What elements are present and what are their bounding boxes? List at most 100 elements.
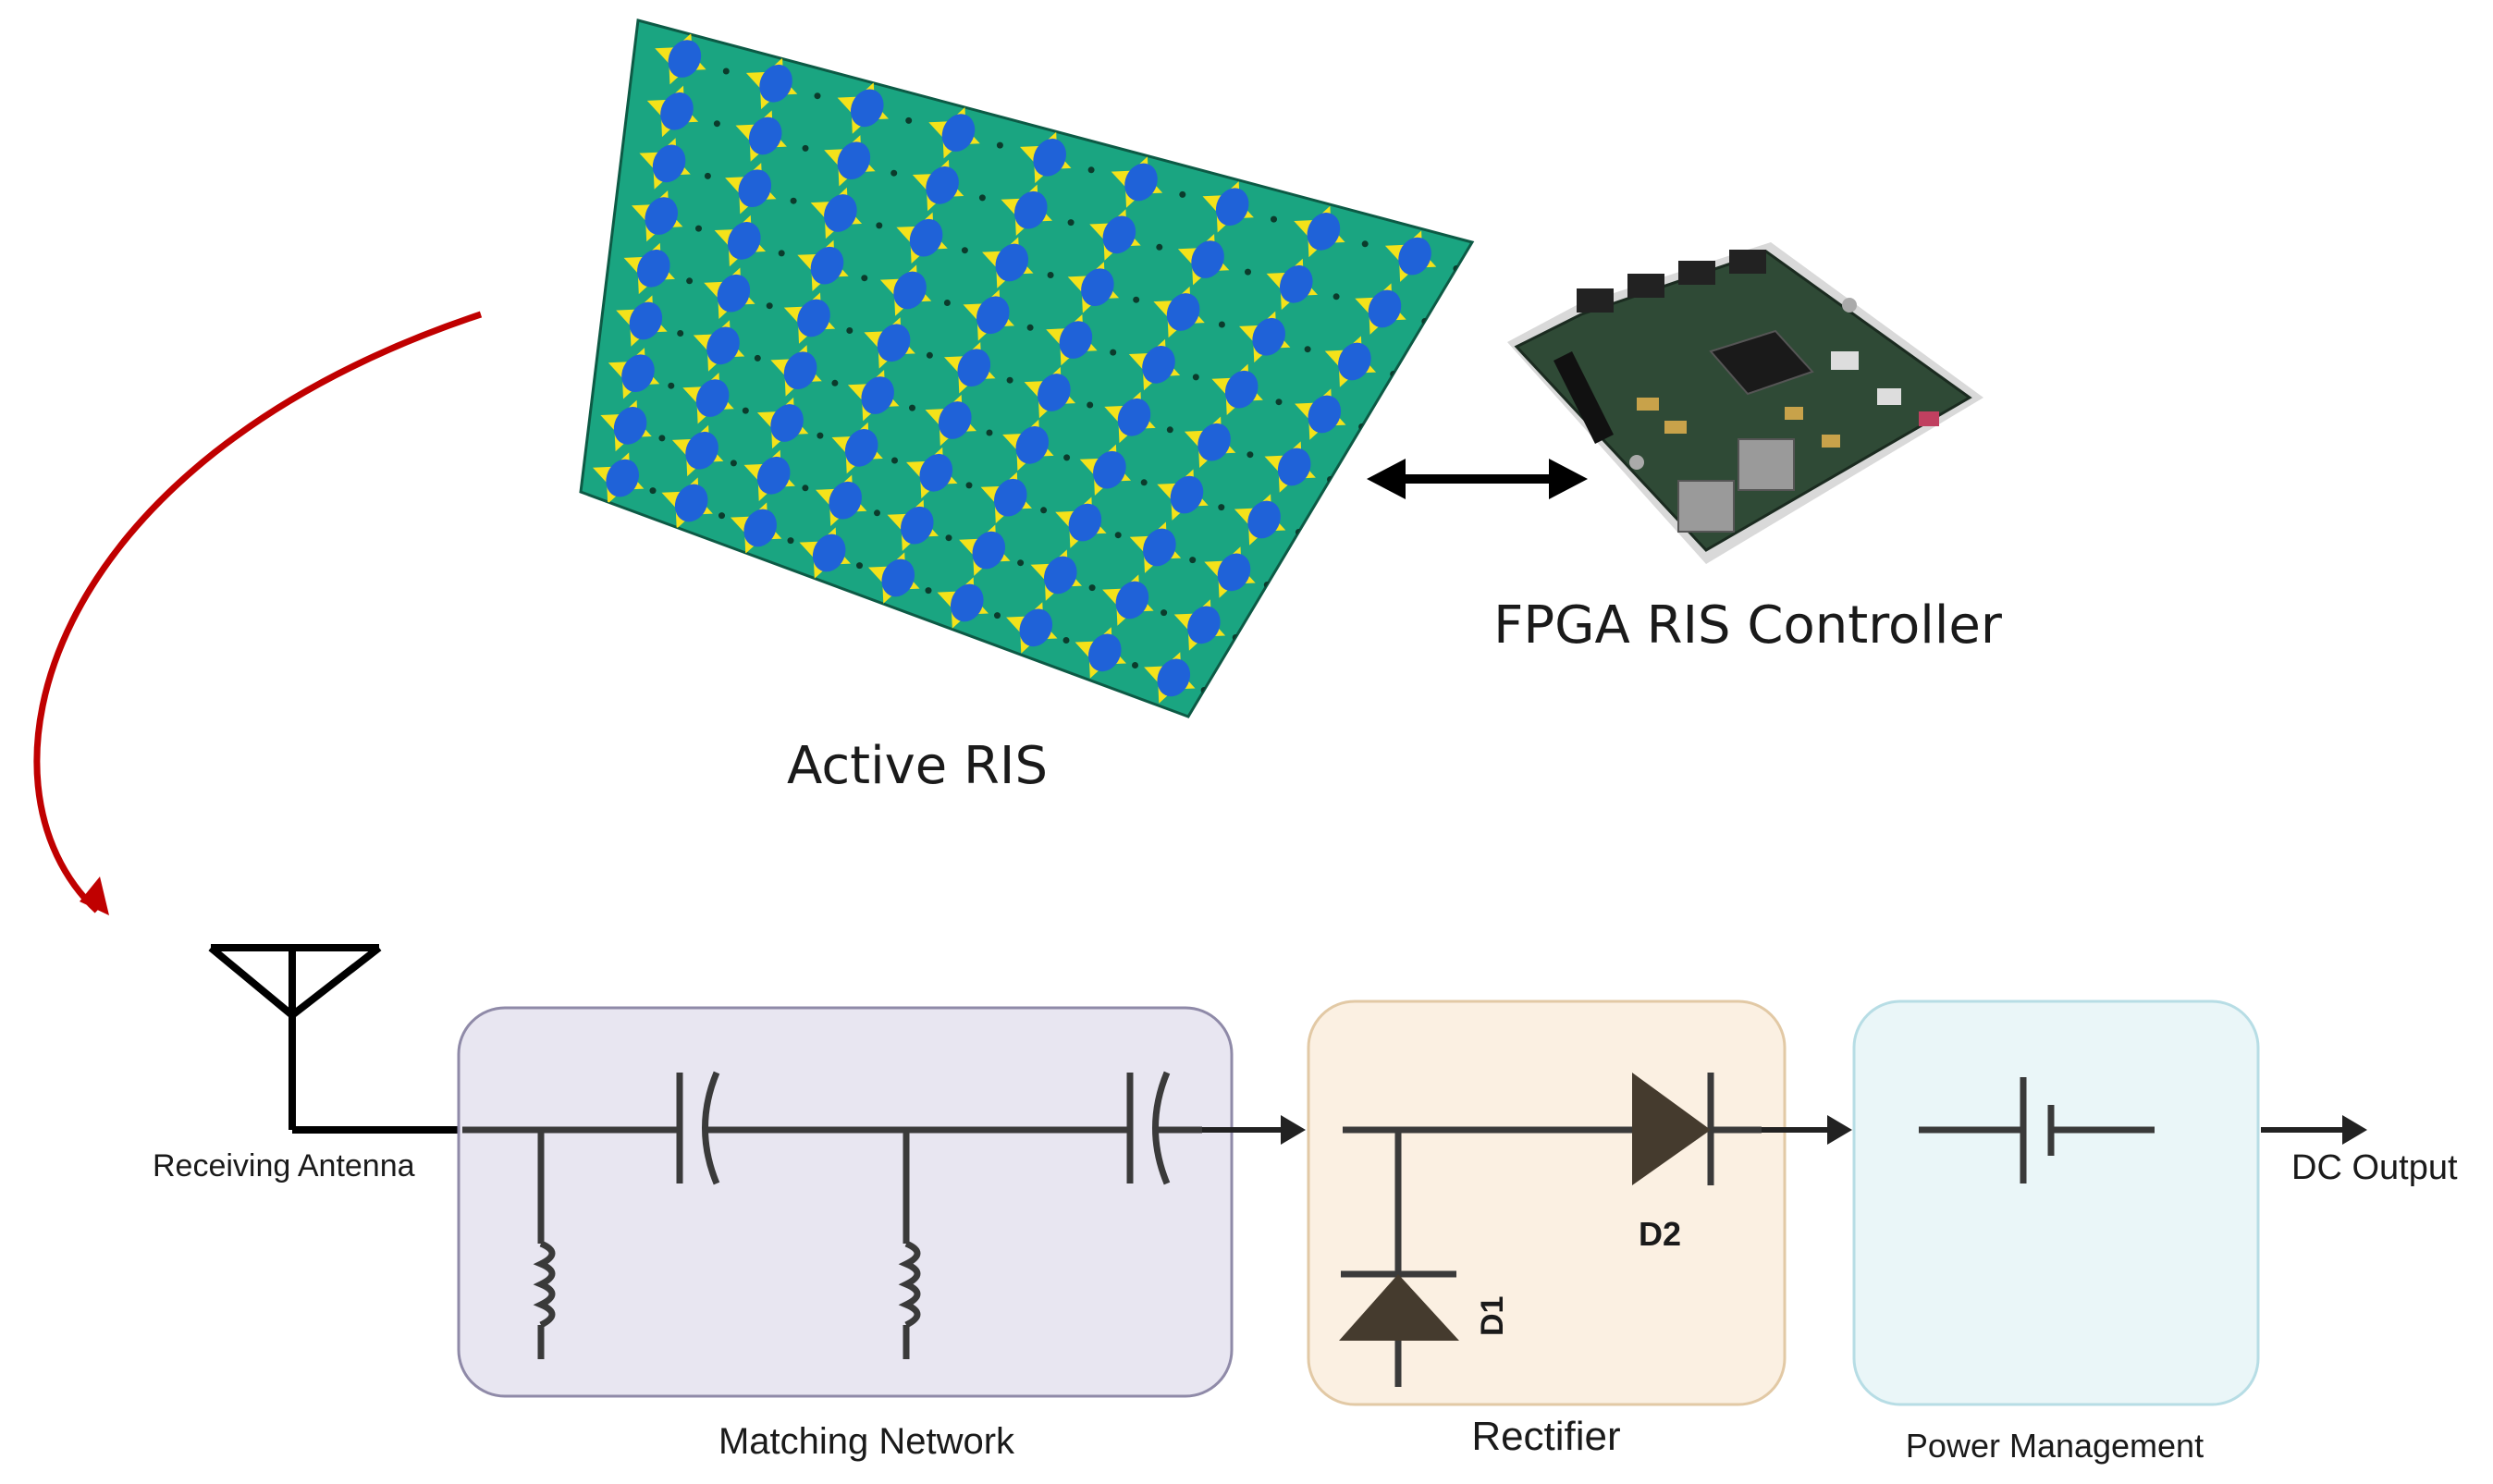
ris-via-dot [668, 382, 675, 389]
ris-via-dot [1218, 321, 1225, 328]
ris-via-dot [1179, 190, 1186, 198]
rectifier-label: Rectifier [1471, 1414, 1620, 1459]
ris-via-dot [778, 250, 785, 257]
ris-patch-blue [613, 407, 647, 445]
ris-via-dot [677, 330, 684, 337]
ris-via-dot [996, 141, 1003, 149]
ris-via-dot [754, 354, 761, 362]
ris-via-dot [1192, 374, 1199, 381]
ris-via-dot [713, 120, 720, 128]
ris-patch-blue [1093, 450, 1126, 489]
ris-patch-blue [1117, 398, 1151, 436]
ris-via-dot [1040, 507, 1048, 514]
ris-patch-blue [881, 558, 915, 597]
ris-patch-blue [738, 169, 772, 208]
ris-via-dot [1110, 349, 1117, 356]
ris-via-dot [1067, 219, 1075, 227]
ris-via-dot [1332, 293, 1340, 300]
ris-patch-blue [941, 114, 976, 152]
ris-patch-blue [950, 583, 984, 622]
red-arrow-head [80, 877, 109, 915]
ris-patch-blue [893, 271, 927, 310]
ris-patch-blue [717, 274, 751, 313]
ris-patch-blue [861, 376, 894, 414]
ris-patch-blue [812, 534, 846, 572]
ris-patch-blue [652, 144, 686, 183]
ris-patch-blue [1019, 608, 1053, 647]
ris-via-dot [831, 379, 839, 386]
ris-patch-blue [1087, 633, 1122, 672]
ris-patch-blue [759, 64, 792, 103]
ris-patch-blue [1043, 556, 1077, 595]
ris-via-dot [790, 197, 797, 204]
ris-via-dot [1246, 451, 1254, 459]
d1-label: D1 [1475, 1296, 1510, 1336]
ris-patch-blue [909, 218, 943, 257]
ris-patch-blue [668, 40, 702, 78]
ris-patch-blue [743, 509, 777, 547]
ris-patch-blue [926, 166, 959, 204]
ris-patch-blue [900, 506, 934, 545]
diode-d1-symbol [1339, 1274, 1459, 1341]
ris-via-dot [718, 512, 725, 520]
ris-patch-blue [756, 456, 791, 495]
ris-patch-blue [783, 351, 817, 390]
ris-via-dot [1062, 637, 1070, 644]
matching-network-box [457, 1006, 1234, 1398]
ris-via-dot [802, 484, 809, 492]
ris-patch-blue [706, 326, 740, 365]
ris-via-dot [649, 487, 657, 495]
ris-patch-blue [1143, 528, 1176, 567]
ris-via-dot [994, 612, 1001, 619]
ris-patch-blue [957, 349, 991, 387]
ris-via-dot [926, 351, 933, 359]
ris-via-dot [965, 482, 973, 489]
ris-patch-blue [1398, 237, 1431, 276]
ris-patch-blue [606, 459, 639, 497]
ris-patch-blue [810, 246, 844, 285]
ris-patch-blue [919, 453, 953, 492]
ris-controller-link-arrow [1367, 459, 1588, 499]
dc-output-label: DC Output [2291, 1148, 2458, 1187]
ris-patch-blue [674, 484, 708, 522]
ris-via-dot [1271, 215, 1277, 223]
ris-via-dot [891, 457, 898, 464]
matching-network-circuit [462, 1071, 1202, 1359]
ris-patch-blue [1013, 190, 1048, 229]
ris-via-dot [890, 169, 898, 177]
ris-via-dot [1304, 346, 1311, 353]
ris-patch-blue [1197, 423, 1231, 461]
dc-output-arrowhead [2342, 1115, 2367, 1145]
receiving-antenna-symbol [208, 944, 462, 1134]
fpga-board-image [1507, 242, 1983, 564]
ris-via-dot [1006, 376, 1013, 384]
ris-patch-blue [660, 92, 694, 130]
ris-patch-blue [1059, 321, 1093, 359]
ris-via-dot [814, 92, 821, 100]
ris-patch-blue [1217, 553, 1251, 592]
ris-via-dot [876, 222, 883, 229]
ris-patch-blue [1307, 213, 1341, 251]
ris-patch-blue [1038, 374, 1071, 411]
ris-via-dot [1161, 609, 1168, 617]
ris-via-dot [1063, 454, 1071, 461]
ris-via-dot [925, 587, 932, 595]
rectifier-to-power-arrowhead [1827, 1115, 1852, 1145]
ris-via-dot [1026, 324, 1034, 331]
ris-via-dot [1218, 504, 1225, 511]
ris-via-dot [1245, 268, 1251, 276]
ris-patch-blue [976, 296, 1010, 335]
fpga-controller-caption: FPGA RIS Controller [1493, 595, 2003, 656]
ris-patch-blue [995, 243, 1029, 282]
power-management-box [1852, 1000, 2260, 1406]
ris-patch-blue [824, 194, 857, 232]
ris-via-dot [1047, 272, 1054, 278]
ris-patch-blue [770, 404, 804, 442]
ris-via-dot [1114, 532, 1122, 539]
ris-via-dot [978, 194, 986, 202]
ris-patch-blue [938, 401, 972, 439]
ris-patch-blue [1308, 395, 1342, 434]
ris-patch-blue [629, 301, 663, 340]
ris-patch-blue [1191, 240, 1224, 278]
ris-patch-blue [1368, 289, 1402, 328]
